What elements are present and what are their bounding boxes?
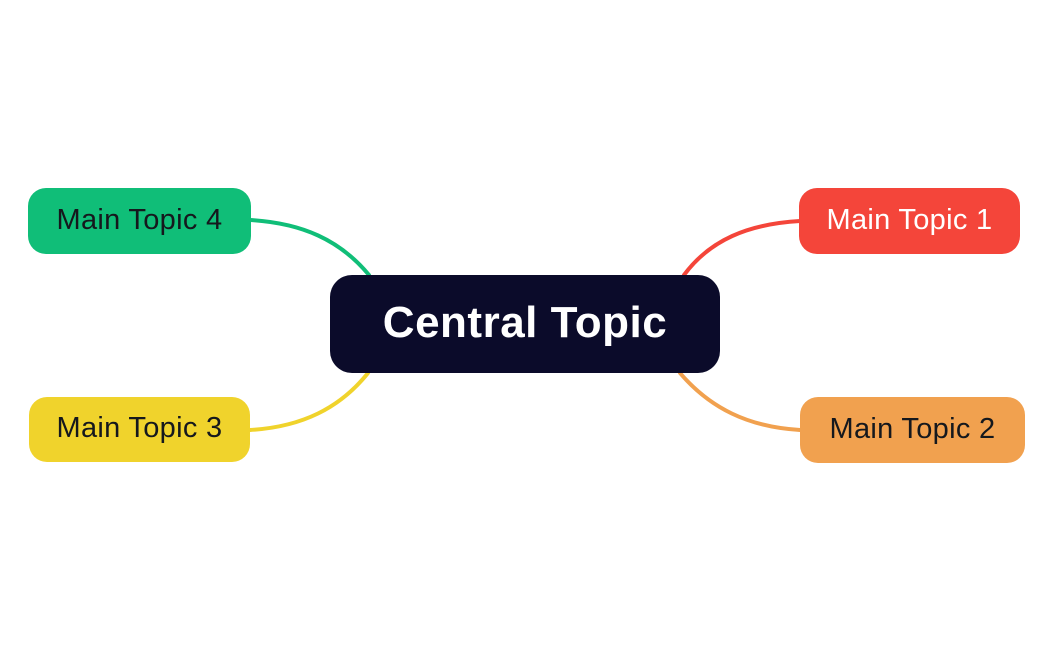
connector-central-to-topic3 xyxy=(248,371,370,432)
main-topic-4-label: Main Topic 4 xyxy=(56,203,223,236)
main-topic-1-node[interactable]: Main Topic 1 xyxy=(799,188,1020,254)
main-topic-3-node[interactable]: Main Topic 3 xyxy=(29,397,250,462)
main-topic-1-label: Main Topic 1 xyxy=(826,203,993,236)
main-topic-2-node[interactable]: Main Topic 2 xyxy=(800,397,1025,463)
central-topic-node[interactable]: Central Topic xyxy=(330,275,720,373)
main-topic-2-label: Main Topic 2 xyxy=(829,412,996,445)
connector-central-to-topic2 xyxy=(678,371,802,432)
connector-central-to-topic4 xyxy=(248,218,371,277)
main-topic-4-node[interactable]: Main Topic 4 xyxy=(28,188,251,254)
main-topic-3-label: Main Topic 3 xyxy=(56,412,223,444)
central-topic-label: Central Topic xyxy=(382,298,668,347)
connector-central-to-topic1 xyxy=(682,219,802,277)
